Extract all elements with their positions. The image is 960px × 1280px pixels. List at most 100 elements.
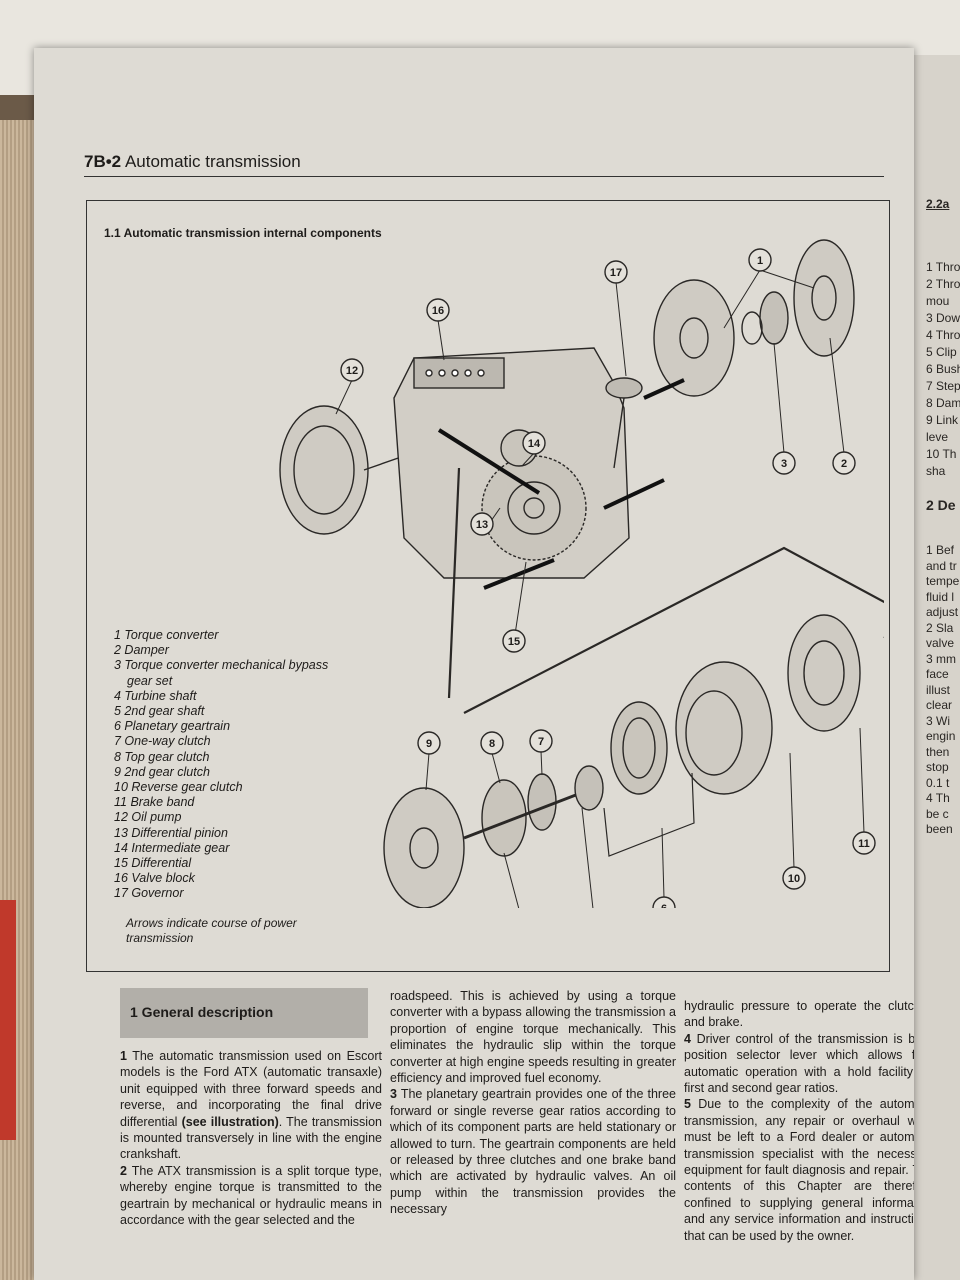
text-column-3: hydraulic pressure to operate the clutch… [684,998,914,1244]
callout-1: 1 [748,248,772,272]
adjacent-legend-item: 4 Thro [926,328,960,342]
bypass-gear-set [759,291,789,345]
callout-12: 12 [340,358,364,382]
legend-item: 5 2nd gear shaft [114,704,205,719]
legend-item: 3 Torque converter mechanical bypass [114,658,329,673]
adjacent-text-line: face [926,667,949,681]
adjacent-text-line: 1 Bef [926,543,955,557]
section-heading-box [120,988,368,1038]
adjacent-text-line: adjust [926,605,959,619]
callout-circle [502,629,526,653]
callout-label: 2 [841,458,847,470]
para-2-continued: roadspeed. This is achieved by using a t… [390,989,676,1086]
callout-circle [852,831,876,855]
callout-circle [417,731,441,755]
legend-item: 10 Reverse gear clutch [114,780,243,795]
callout-circle [832,451,856,475]
callout-15: 15 [502,629,526,653]
differential-gear [481,455,587,561]
legend-item: 16 Valve block [114,871,195,886]
para-3-continued: hydraulic pressure to operate the clutch… [684,999,914,1030]
manual-page: 7B•2 Automatic transmission 1.1 Automati… [34,48,914,1280]
callout-circle [522,431,546,455]
adjacent-text-line: 4 Th [926,791,950,805]
callout-17: 17 [604,260,628,284]
header-rule [84,176,884,177]
adjacent-text-line: valve [926,636,955,650]
chapter-title: Automatic transmission [124,152,301,171]
callout-16: 16 [426,298,450,322]
adjacent-text-line: 3 Wi [926,713,950,728]
figure-frame [86,200,890,972]
adjacent-text-line: illust [926,682,951,697]
legend-item: 4 Turbine shaft [114,688,197,703]
legend-item: gear set [127,673,173,688]
callout-label: 3 [781,458,787,470]
para-5-text: Due to the complexity of the automatic t… [684,1097,914,1243]
callout-label: 1 [757,255,763,267]
governor [605,377,643,399]
adjacent-text-line: engin [926,729,956,743]
adjacent-text-line: be c [926,806,949,821]
reverse-gear-clutch [675,661,773,795]
adjacent-legend-item: 1 Thro [926,260,960,274]
callout-circle [748,248,772,272]
callout-10: 10 [782,866,806,890]
adjacent-text-line: 3 mm [926,651,956,666]
adjacent-text-line: 0.1 t [926,775,950,790]
callout-numbers: 1234567891011121314151617 [340,248,876,908]
adjacent-heading: 2.2a [926,197,950,211]
oil-pump-plate [279,405,369,535]
adjacent-legend-item: 7 Step [926,379,960,393]
callout-circle [529,729,553,753]
book-red-tab [0,900,16,1140]
figure-note: Arrows indicate course of power transmis… [126,916,297,945]
legend-item: 13 Differential pinion [114,825,228,840]
exploded-diagram: 1234567891011121314151617 [279,239,884,908]
callout-label: 11 [858,838,870,850]
legend-item: 1 Torque converter [114,628,219,642]
legend-item: 2 Damper [114,643,169,658]
adjacent-legend-item: sha [926,464,946,478]
legend-item: 14 Intermediate gear [114,840,230,855]
callout-circle [652,896,676,908]
callout-label: 8 [489,738,495,750]
damper [793,239,855,357]
legend-item: 17 Governor [114,886,184,901]
adjacent-text-line: 2 Sla [926,620,954,635]
callout-label: 16 [432,305,444,317]
callout-9: 9 [417,731,441,755]
para-4-text: Driver control of the transmission is by… [684,1031,914,1096]
callout-label: 6 [661,903,667,908]
legend-item: 8 Top gear clutch [114,749,210,764]
legend-item: 15 Differential [114,856,192,871]
callout-2: 2 [832,451,856,475]
adjacent-legend-item: 6 Bush [926,362,960,376]
planetary-geartrain [610,701,668,795]
callout-label: 10 [788,873,800,885]
adjacent-legend-item: mou [926,294,950,308]
callout-14: 14 [522,431,546,455]
legend-item: 11 Brake band [114,795,195,810]
adjacent-text-line: and tr [926,558,957,573]
adjacent-legend-item: 2 Thro [926,277,960,291]
para-number: 3 [390,1087,397,1102]
callout-circle [470,512,494,536]
callout-label: 15 [508,636,520,648]
one-way-clutch [527,773,557,831]
callout-6: 6 [652,896,676,908]
adjacent-text-line: tempe [926,574,960,588]
callout-label: 14 [528,438,541,450]
para-number: 4 [684,1031,691,1046]
callout-circle [426,298,450,322]
callout-circle [340,358,364,382]
adjacent-text-line: been [926,822,953,836]
callout-label: 7 [538,736,544,748]
adjacent-text-line: stop [926,760,949,774]
page-number: 7B•2 [84,152,122,171]
adjacent-legend-item: 5 Clip [926,345,957,359]
callout-circle [782,866,806,890]
callout-circle [480,731,504,755]
adjacent-legend-item: 3 Dow [926,311,960,325]
